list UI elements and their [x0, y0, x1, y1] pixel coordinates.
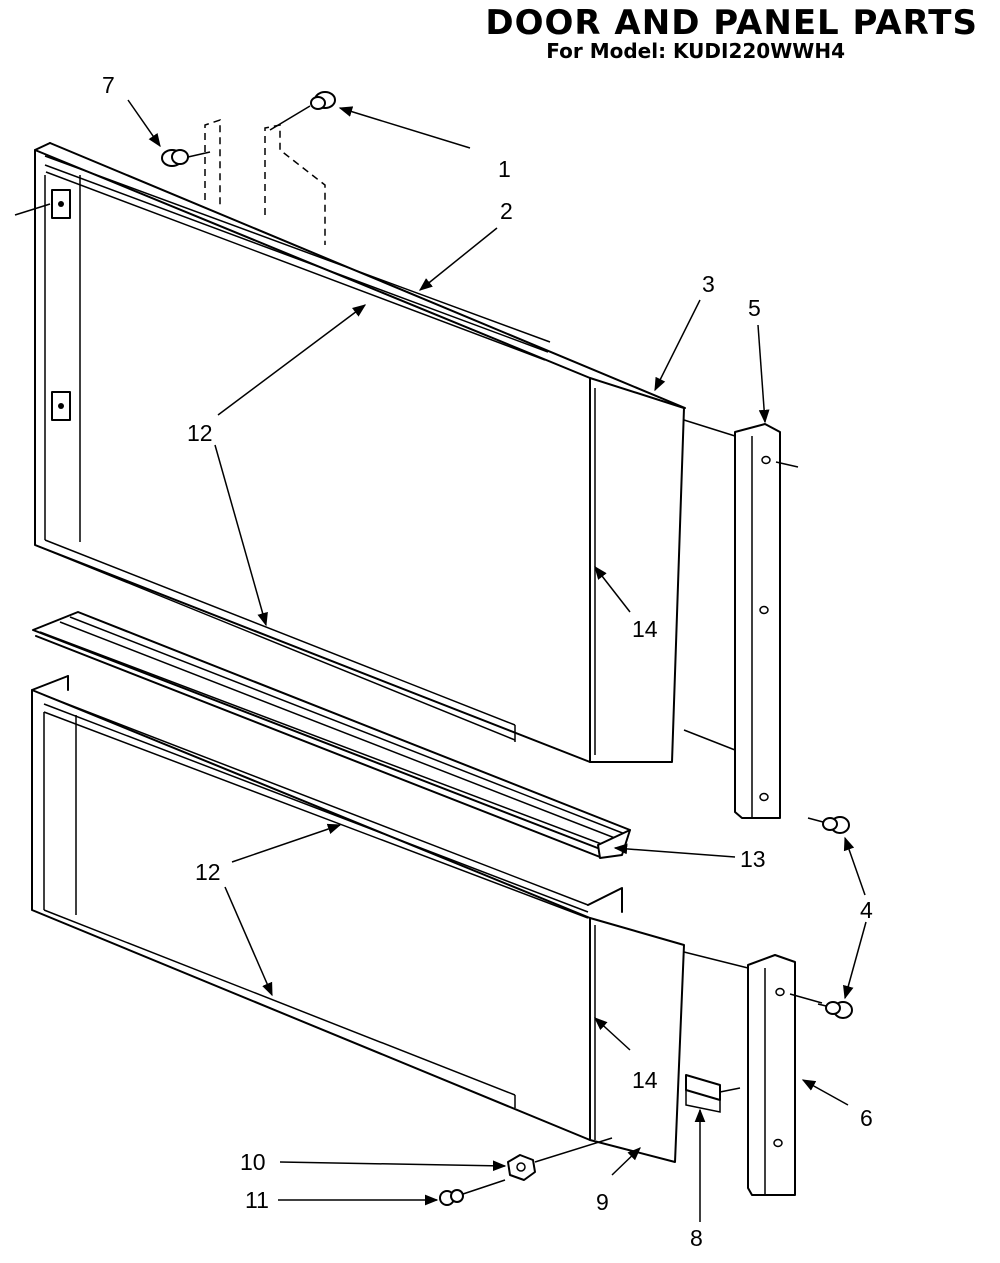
part-8-hinge-clip: [685, 1074, 741, 1113]
part-5-side-rail: [683, 419, 799, 819]
part-6-side-rail: [683, 951, 823, 1196]
hinge-bracket-outline: [204, 118, 326, 245]
part-11-screw: [439, 1179, 506, 1206]
callout-11: 11: [245, 1187, 269, 1213]
callout-labels: 1 7 2 3 5 12 14 13 4 12 14 6 10 11 9 8: [102, 72, 873, 1251]
model-subtitle: For Model: KUDI220WWH4: [546, 39, 845, 63]
callout-2: 2: [500, 198, 513, 224]
page-title: DOOR AND PANEL PARTS: [485, 3, 978, 43]
callout-1: 1: [498, 156, 511, 182]
callout-13: 13: [740, 846, 766, 872]
callout-14-lower: 14: [632, 1067, 658, 1093]
callout-12-lower: 12: [195, 859, 221, 885]
leader-lines: [14, 99, 867, 1222]
callout-7: 7: [102, 72, 115, 98]
callout-9: 9: [596, 1189, 609, 1215]
callout-10: 10: [240, 1149, 266, 1175]
upper-door-panel: [34, 142, 686, 763]
callout-4: 4: [860, 897, 873, 923]
lower-door-panel: [31, 675, 685, 1163]
callout-6: 6: [860, 1105, 873, 1131]
part-10-nut: [507, 1137, 613, 1181]
part-4-screws: [807, 816, 853, 1019]
callout-12-upper: 12: [187, 420, 213, 446]
callout-3: 3: [702, 271, 715, 297]
callout-14-upper: 14: [632, 616, 658, 642]
callout-8: 8: [690, 1225, 703, 1251]
part-7-screw: [161, 149, 211, 167]
callout-5: 5: [748, 295, 761, 321]
part-13-trim-strip: [32, 611, 631, 859]
part-1-screw: [269, 91, 336, 131]
